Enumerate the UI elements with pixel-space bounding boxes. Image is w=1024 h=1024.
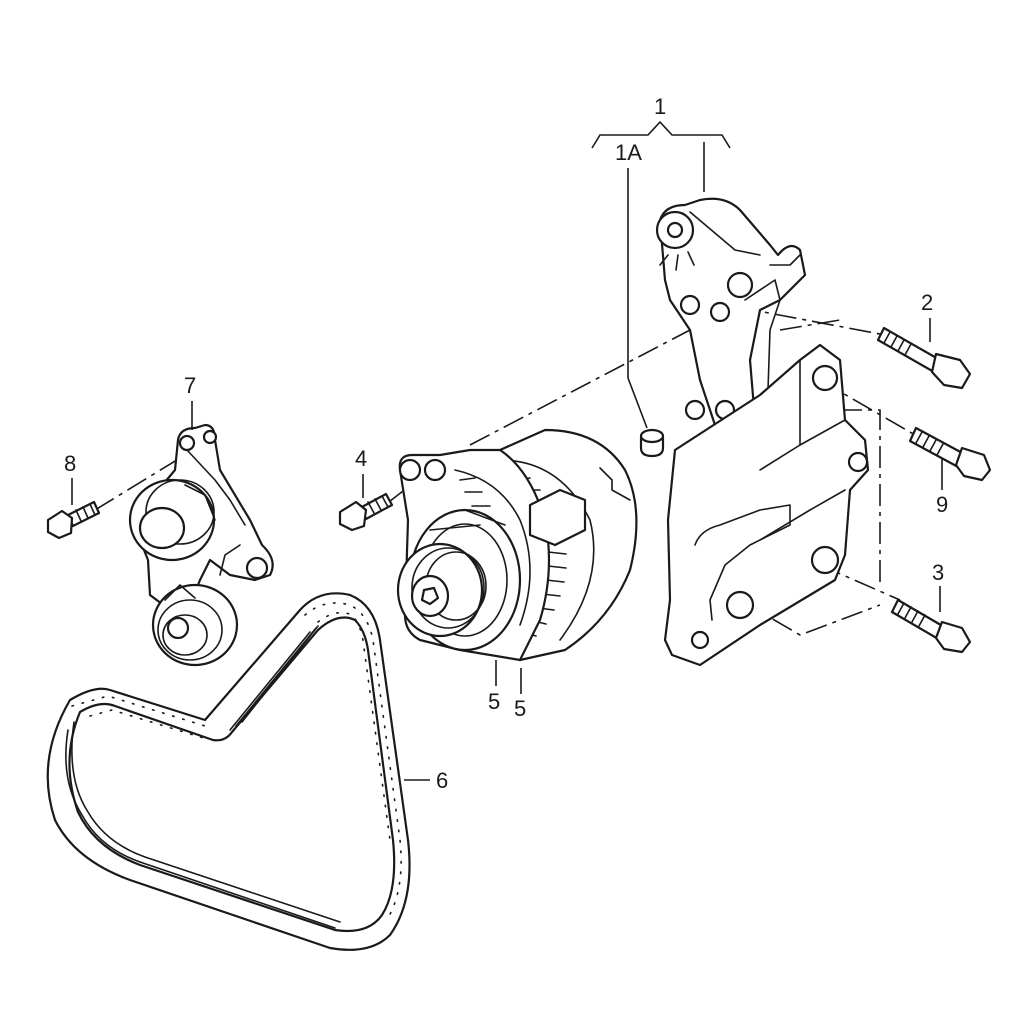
callout-1a: 1A [615,140,642,165]
callout-7: 7 [184,373,196,398]
bolt-8 [46,500,101,540]
callout-labels: 1 1A 2 9 3 4 8 7 5 5 6 [64,94,948,793]
bracket-assembly [655,197,870,667]
belt-tensioner [128,423,274,667]
leader-lines [71,120,943,781]
bolt-9 [908,426,992,482]
callout-2: 2 [921,290,933,315]
bolt-3 [890,598,972,654]
callout-6: 6 [436,768,448,793]
ribbed-belt [46,592,411,951]
callout-5-left: 5 [488,689,500,714]
bolt-4 [338,492,394,532]
callout-4: 4 [355,446,367,471]
alternator [396,428,638,662]
bolt-2 [876,326,972,390]
callout-1: 1 [654,94,666,119]
callout-5-right: 5 [514,696,526,721]
callout-3: 3 [932,560,944,585]
callout-9: 9 [936,492,948,517]
callout-8: 8 [64,451,76,476]
sleeve-part [639,428,665,458]
